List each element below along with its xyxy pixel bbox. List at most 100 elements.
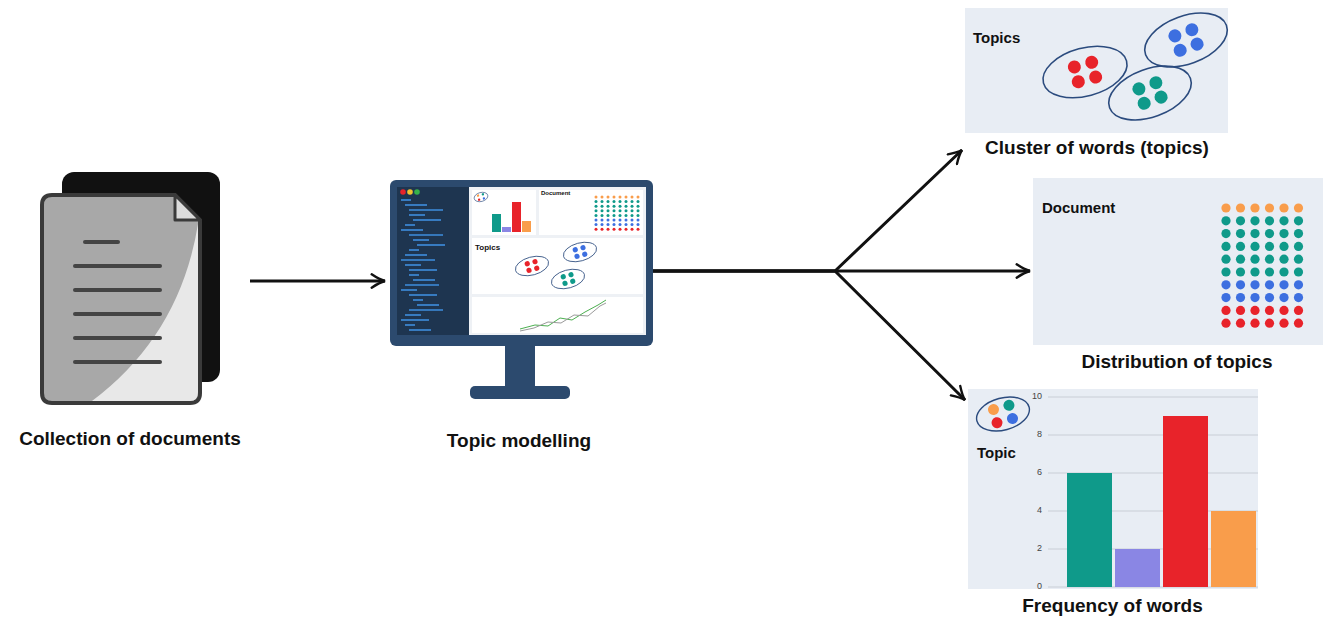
mini-dot xyxy=(607,219,610,222)
topic-dot xyxy=(1236,216,1245,225)
code-line xyxy=(413,299,423,301)
topic-dot xyxy=(1279,293,1288,302)
word-dot xyxy=(570,278,576,284)
topic-dot xyxy=(1294,280,1303,289)
topic-dot xyxy=(1250,319,1259,328)
cluster-outline xyxy=(1101,56,1198,131)
mini-dot xyxy=(595,228,598,231)
topic-dot xyxy=(1265,216,1274,225)
mini-panel xyxy=(472,190,536,235)
word-dot xyxy=(526,267,532,273)
code-line xyxy=(405,224,415,226)
panel-caption: Frequency of words xyxy=(965,595,1260,618)
mini-dot xyxy=(607,209,610,212)
mini-dot xyxy=(613,209,616,212)
topic-dot xyxy=(1221,280,1230,289)
word-dot xyxy=(481,193,484,196)
cluster-outline xyxy=(561,239,599,265)
mini-dot xyxy=(619,196,622,199)
topic-dot xyxy=(1279,306,1288,315)
mini-dot xyxy=(601,228,604,231)
illustration xyxy=(385,176,653,466)
topic-dot xyxy=(1294,319,1303,328)
topic-dot xyxy=(1236,319,1245,328)
topic-dot xyxy=(1294,242,1303,251)
mini-dot xyxy=(619,228,622,231)
topic-dot xyxy=(1279,267,1288,276)
code-line xyxy=(409,274,419,276)
topic-dot xyxy=(1294,293,1303,302)
word-dot xyxy=(568,271,574,277)
topic-dot xyxy=(1236,293,1245,302)
mini-dot xyxy=(637,205,640,208)
mini-dot xyxy=(637,228,640,231)
mini-dot xyxy=(601,219,604,222)
grid-line xyxy=(1048,435,1258,436)
code-line xyxy=(409,309,443,311)
mini-cluster xyxy=(513,253,551,279)
code-line xyxy=(405,314,421,316)
word-dot xyxy=(1136,95,1153,112)
topic-dot xyxy=(1265,306,1274,315)
topic-cluster xyxy=(973,392,1033,437)
cluster-outline xyxy=(1137,3,1234,78)
mini-dot xyxy=(619,200,622,203)
mini-dot xyxy=(637,200,640,203)
monitor-bezel xyxy=(390,180,653,346)
topic-dot xyxy=(1236,255,1245,264)
code-line xyxy=(401,289,417,291)
topic-dot xyxy=(1265,203,1274,212)
window-dot xyxy=(400,189,406,195)
mini-heading: Topics xyxy=(475,243,515,253)
mini-dot xyxy=(637,219,640,222)
word-dot xyxy=(1066,59,1082,75)
topic-dot xyxy=(1250,255,1259,264)
topic-dot xyxy=(1221,306,1230,315)
monitor-screen xyxy=(397,187,646,335)
topic-dot xyxy=(1265,280,1274,289)
document-stack: Collection of documents xyxy=(10,168,250,458)
window-dot xyxy=(414,189,420,195)
code-line xyxy=(409,209,443,211)
text-line xyxy=(75,264,160,268)
topic-dot xyxy=(1221,216,1230,225)
word-dot xyxy=(477,194,480,197)
flow-arrow xyxy=(653,150,962,271)
cluster-outline xyxy=(1037,38,1132,107)
topic-dot xyxy=(1265,293,1274,302)
topic-dot xyxy=(1236,229,1245,238)
frequency-bar xyxy=(1163,416,1208,587)
illustration-group xyxy=(1033,178,1323,345)
mini-dot xyxy=(613,205,616,208)
panel-heading: Topic xyxy=(977,444,1047,462)
frequency-panel: TopicFrequency of words0246810 xyxy=(965,386,1260,624)
topic-dot xyxy=(1279,229,1288,238)
code-line xyxy=(417,304,439,306)
mini-dot xyxy=(619,223,622,226)
topic-dot xyxy=(1221,242,1230,251)
illustration-group xyxy=(390,180,653,399)
mini-dot xyxy=(625,219,628,222)
folded-corner xyxy=(175,195,200,220)
mini-dot xyxy=(625,214,628,217)
code-line xyxy=(401,319,429,321)
code-line xyxy=(401,199,411,201)
word-dot xyxy=(1006,412,1019,425)
word-dot xyxy=(478,198,481,201)
mini-dot xyxy=(613,214,616,217)
mini-cluster xyxy=(549,266,587,292)
topic-dot xyxy=(1221,229,1230,238)
monitor-base xyxy=(470,386,570,399)
topic-dot xyxy=(1294,229,1303,238)
topics-panel: TopicsCluster of words (topics) xyxy=(962,6,1232,166)
word-dot xyxy=(1153,89,1170,106)
text-line xyxy=(75,360,160,364)
code-line xyxy=(405,324,415,326)
mini-dot xyxy=(607,214,610,217)
topic-dot xyxy=(1250,242,1259,251)
mini-dot xyxy=(631,223,634,226)
mini-dot xyxy=(601,223,604,226)
axis-tick: 4 xyxy=(1020,505,1042,516)
grid-line xyxy=(1048,397,1258,398)
text-line xyxy=(75,288,160,292)
